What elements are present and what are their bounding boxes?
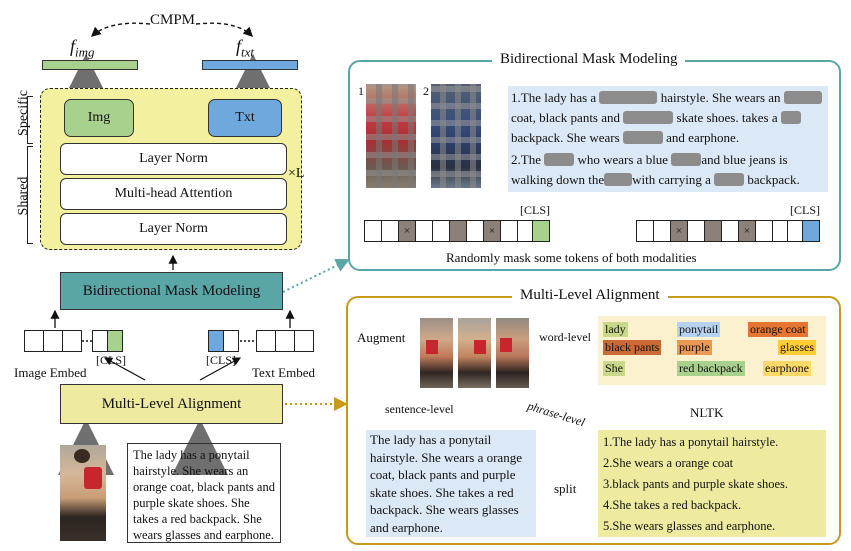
image-embed-label: Image Embed xyxy=(14,365,87,380)
word-ponytail: ponytail xyxy=(677,322,721,337)
augmented-photo-3 xyxy=(496,318,529,388)
word-lady: lady xyxy=(603,322,628,337)
text-cls-label: [CLS] xyxy=(206,353,236,367)
f-txt-bar xyxy=(202,60,298,70)
f-txt-label: ftxt xyxy=(236,36,255,60)
word-she: She xyxy=(603,361,625,376)
word-earphone: earphone xyxy=(763,361,811,376)
nltk-label: NLTK xyxy=(690,405,724,420)
f-img-bar xyxy=(42,60,138,70)
bmm-panel-title: Bidirectional Mask Modeling xyxy=(492,51,686,68)
repeat-label: ×L xyxy=(288,166,305,181)
multi-head-attention: Multi-head Attention xyxy=(60,178,287,210)
masked-sentence-1: 1.The lady has a hairstyle. She wears an… xyxy=(508,86,828,150)
mla-box: Multi-Level Alignment xyxy=(60,384,283,424)
text-cls-token xyxy=(208,330,240,352)
masked-image-1 xyxy=(366,84,416,188)
phrase-5: 5.She wears glasses and earphone. xyxy=(603,519,776,533)
bmm-cls-left: [CLS] xyxy=(520,203,550,217)
word-black-pants: black pants xyxy=(603,340,662,355)
specific-bracket xyxy=(27,96,33,144)
txt-head: Txt xyxy=(208,99,282,137)
caption-box: The lady has a ponytail hairstyle. She w… xyxy=(127,443,281,543)
cmpm-arrow-left xyxy=(90,22,151,37)
person-photo-input xyxy=(60,445,106,541)
phrase-block: 1.The lady has a ponytail hairstyle. 2.S… xyxy=(598,430,826,537)
image-cls-token xyxy=(92,330,123,352)
phrase-3: 3.black pants and purple skate shoes. xyxy=(603,477,789,491)
phrase-1: 1.The lady has a ponytail hairstyle. xyxy=(603,435,779,449)
augmented-photo-1 xyxy=(420,318,453,388)
phrase-4: 4.She takes a red backpack. xyxy=(603,498,742,512)
masked-sentence-2: 2.The who wears a blue and blue jeans is… xyxy=(508,148,828,192)
masked-image-2 xyxy=(431,84,481,188)
img-head: Img xyxy=(64,99,134,137)
masked-image-2-number: 2 xyxy=(423,84,429,98)
masked-image-1-number: 1 xyxy=(358,84,364,98)
split-label: split xyxy=(554,481,577,496)
mla-panel-title: Multi-Level Alignment xyxy=(512,287,668,304)
f-img-label: fimg xyxy=(70,36,95,60)
text-token-row: × × xyxy=(636,220,820,242)
word-level-label: word-level xyxy=(537,330,593,345)
image-cls-label: [CLS] xyxy=(96,353,126,367)
shared-bracket xyxy=(27,146,33,244)
sentence-level-label: sentence-level xyxy=(385,402,454,416)
sentence-block: The lady has a ponytail hairstyle. She w… xyxy=(366,430,536,537)
cmpm-label: CMPM xyxy=(150,12,196,28)
layer-norm-bottom: Layer Norm xyxy=(60,213,287,245)
image-token-row: × × xyxy=(364,220,550,242)
word-purple: purple xyxy=(677,340,712,355)
text-embed-label: Text Embed xyxy=(252,365,315,380)
word-red-backpack: red backpack xyxy=(677,361,745,376)
augment-label: Augment xyxy=(357,330,406,345)
bmm-box: Bidirectional Mask Modeling xyxy=(60,272,283,310)
cmpm-arrow-right xyxy=(195,22,253,37)
phrase-2: 2.She wears a orange coat xyxy=(603,456,734,470)
word-orange-coat: orange coat xyxy=(748,322,808,337)
image-embed-tokens xyxy=(24,330,84,352)
bmm-cls-right: [CLS] xyxy=(790,203,820,217)
text-embed-tokens xyxy=(256,330,316,352)
augmented-photo-2 xyxy=(458,318,491,388)
word-glasses: glasses xyxy=(778,340,816,355)
layer-norm-top: Layer Norm xyxy=(60,143,287,175)
bmm-caption: Randomly mask some tokens of both modali… xyxy=(446,250,697,265)
